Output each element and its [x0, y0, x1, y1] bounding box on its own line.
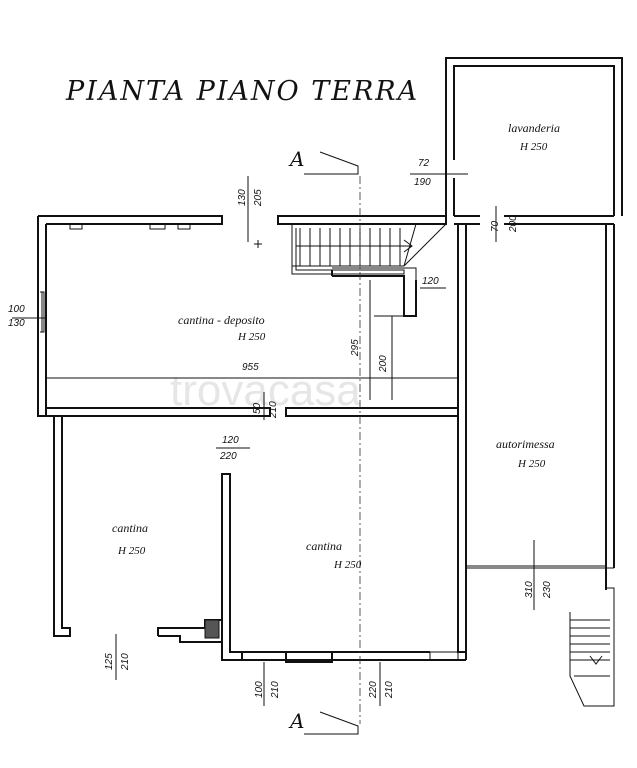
room-label-cantina-left: cantina [112, 521, 148, 535]
dim-210-door: 210 [268, 401, 279, 419]
dim-210-window: 210 [120, 653, 131, 671]
dim-72: 72 [418, 158, 430, 169]
dim-70: 70 [490, 220, 501, 232]
dim-230: 230 [542, 581, 553, 599]
room-label-cantina-center: cantina [306, 539, 342, 553]
room-height-cantina-deposito: H 250 [237, 331, 266, 343]
dim-205: 205 [253, 189, 264, 207]
entry-mark [254, 240, 262, 248]
room-height-autorimessa: H 250 [517, 458, 546, 470]
plan-title: PIANTA PIANO TERRA [65, 76, 419, 107]
dim-220-bottom: 220 [368, 681, 379, 699]
dimension-texts: 72 190 130 205 70 200 100 130 120 295 20… [8, 158, 553, 699]
dim-210-bottom-right: 210 [384, 681, 395, 699]
exterior-stair-treads [570, 619, 610, 677]
dimension-lines [12, 173, 535, 706]
dim-310: 310 [524, 581, 535, 598]
room-height-lavanderia: H 250 [519, 141, 548, 153]
watermark: trovacasa [170, 366, 361, 415]
dim-125: 125 [104, 653, 115, 670]
dim-295: 295 [350, 339, 361, 357]
room-height-cantina-left: H 250 [117, 545, 146, 557]
dim-100-bottom: 100 [254, 681, 265, 698]
dim-220-door: 220 [219, 451, 237, 462]
room-label-autorimessa: autorimessa [496, 437, 555, 451]
walls [37, 57, 623, 707]
dim-100-left: 100 [8, 304, 25, 315]
room-label-cantina-deposito: cantina - deposito [178, 313, 265, 327]
dim-200-lavanderia: 200 [508, 215, 519, 233]
dim-955: 955 [242, 362, 259, 373]
stair-treads [296, 228, 413, 266]
room-height-cantina-center: H 250 [333, 559, 362, 571]
dim-200-stair: 200 [378, 355, 389, 373]
section-label-top: A [288, 147, 304, 171]
dim-130-left: 130 [8, 318, 25, 329]
room-label-lavanderia: lavanderia [508, 121, 560, 135]
dim-50: 50 [252, 402, 263, 414]
dim-190: 190 [414, 177, 431, 188]
dim-210-bottom: 210 [270, 681, 281, 699]
section-marks: A A [288, 147, 361, 735]
dim-120-stair: 120 [422, 276, 439, 287]
dim-130: 130 [237, 189, 248, 206]
dim-120-door: 120 [222, 435, 239, 446]
section-label-bottom: A [288, 709, 304, 733]
